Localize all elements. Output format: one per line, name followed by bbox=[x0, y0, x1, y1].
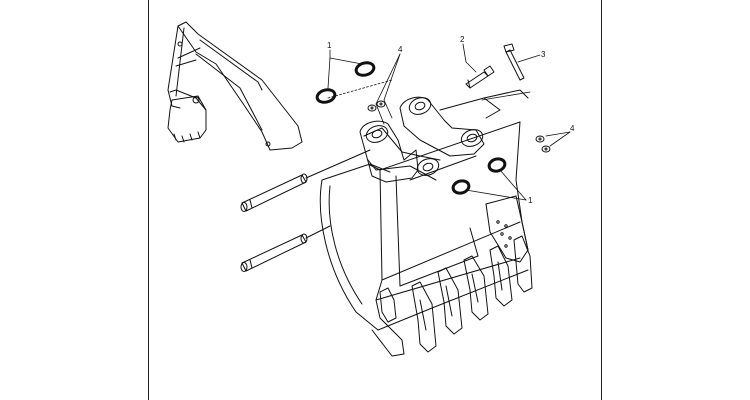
left-frame-line bbox=[148, 0, 149, 400]
callout-3: 3 bbox=[541, 50, 546, 59]
bolt-part-2 bbox=[465, 65, 495, 89]
shim-washers bbox=[367, 100, 551, 153]
bucket-body bbox=[319, 89, 529, 357]
callout-1-top: 1 bbox=[327, 41, 332, 50]
o-ring-set bbox=[315, 61, 507, 195]
callout-4-top: 4 bbox=[398, 45, 403, 54]
pin-upper bbox=[240, 173, 308, 212]
callout-1-bottom: 1 bbox=[528, 196, 533, 205]
pin-lower bbox=[240, 233, 308, 272]
callout-2: 2 bbox=[460, 35, 465, 44]
bucket-teeth bbox=[379, 235, 533, 353]
right-frame-line bbox=[601, 0, 602, 400]
excavator-arm-thumbnail bbox=[167, 21, 303, 151]
callout-leaders bbox=[327, 43, 571, 201]
bolt-part-3 bbox=[503, 43, 525, 81]
callout-4-right: 4 bbox=[570, 124, 575, 133]
